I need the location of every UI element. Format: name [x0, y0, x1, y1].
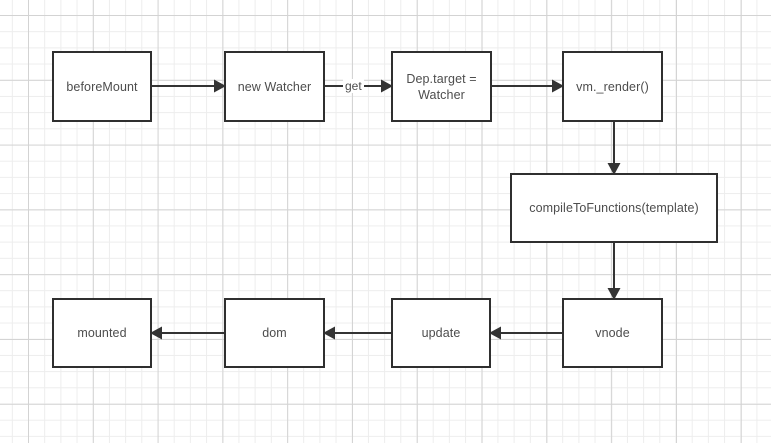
- edge-compiletofunctions-to-vnode: [604, 243, 624, 300]
- node-dom[interactable]: dom: [224, 298, 325, 368]
- edge-beforemount-to-newwatcher: [152, 76, 226, 96]
- node-mounted[interactable]: mounted: [52, 298, 152, 368]
- edge-update-to-dom: [323, 323, 393, 343]
- node-beforemount[interactable]: beforeMount: [52, 51, 152, 122]
- edge-dom-to-mounted: [150, 323, 226, 343]
- node-new-watcher[interactable]: new Watcher: [224, 51, 325, 122]
- node-label-beforemount: beforeMount: [66, 79, 138, 94]
- edge-vnode-to-update: [489, 323, 563, 343]
- node-vm-render[interactable]: vm._render(): [562, 51, 663, 122]
- edge-deptarget-to-vmrender: [492, 76, 564, 96]
- edge-vmrender-to-compiletofunctions: [604, 122, 624, 175]
- node-label-vnode: vnode: [595, 326, 630, 340]
- node-label-new-watcher: new Watcher: [237, 79, 312, 94]
- node-vnode[interactable]: vnode: [562, 298, 663, 368]
- node-label-update: update: [421, 326, 461, 340]
- node-dep-target[interactable]: Dep.target = Watcher: [391, 51, 492, 122]
- node-label-compile-to-functions: compileToFunctions(template): [529, 201, 699, 215]
- node-label-dom: dom: [262, 326, 287, 340]
- node-label-mounted: mounted: [77, 326, 127, 340]
- edge-label-get: get: [343, 79, 364, 93]
- node-update[interactable]: update: [391, 298, 491, 368]
- node-label-dep-target: Dep.target = Watcher: [406, 71, 477, 102]
- node-compile-to-functions[interactable]: compileToFunctions(template): [510, 173, 718, 243]
- node-label-vm-render: vm._render(): [576, 79, 649, 94]
